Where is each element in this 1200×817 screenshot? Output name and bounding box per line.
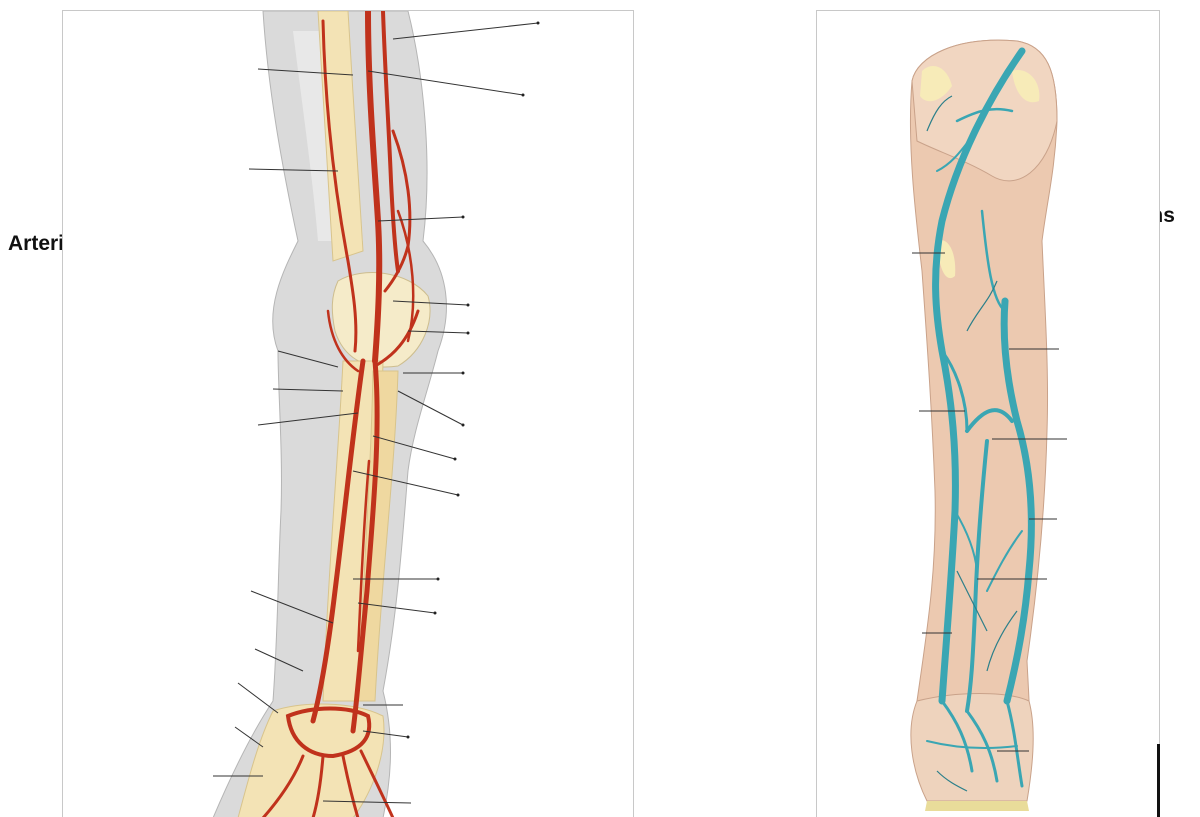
veins-illustration [817,11,1160,817]
right-border-tick [1157,744,1160,817]
arteries-panel [62,10,634,817]
arteries-illustration [63,11,634,817]
veins-panel [816,10,1160,817]
